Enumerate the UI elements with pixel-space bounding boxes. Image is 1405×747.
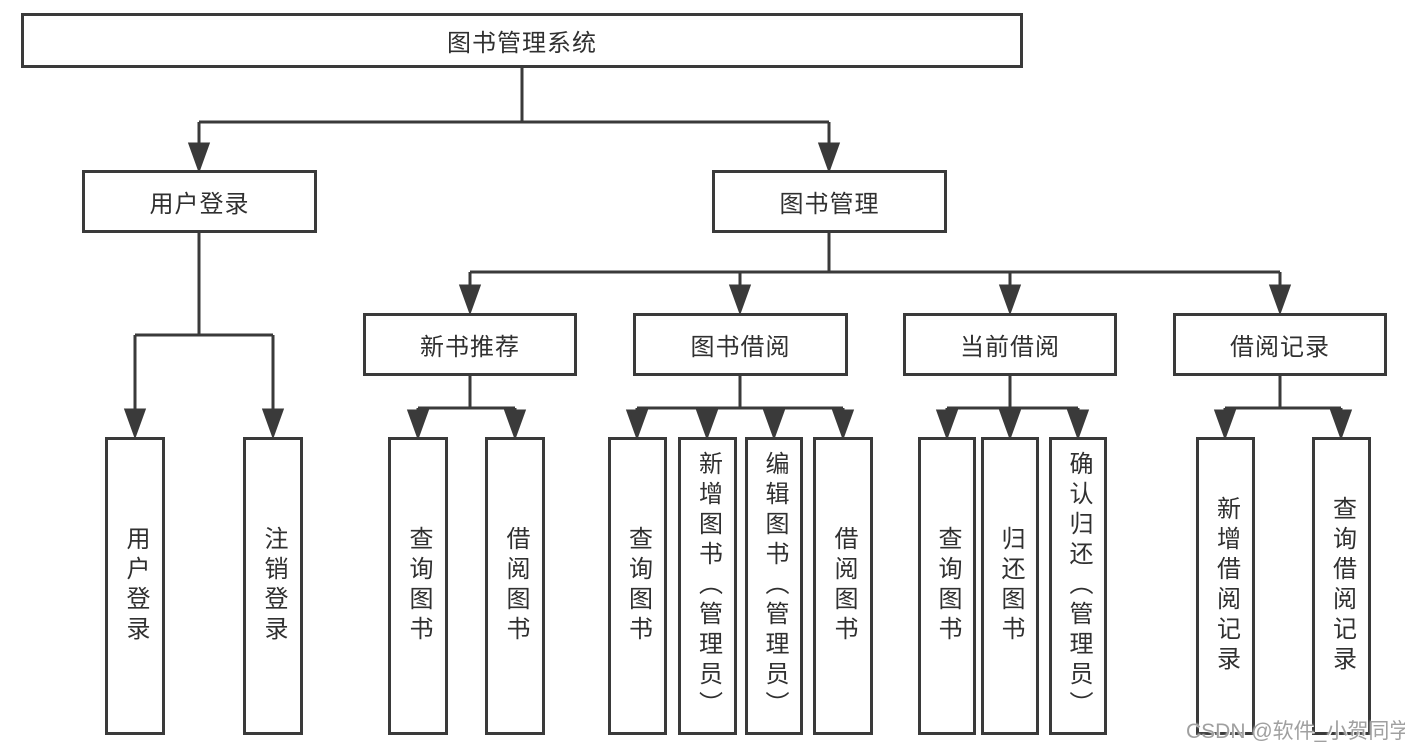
node-new-book-rec: 新书推荐 bbox=[363, 313, 577, 376]
leaf-edit-book-label: 编辑图书（管理员） bbox=[761, 451, 788, 721]
node-book-borrow-label: 图书借阅 bbox=[690, 334, 791, 361]
node-book-mgmt-label: 图书管理 bbox=[779, 191, 880, 218]
connectors-book-mgmt bbox=[458, 233, 1292, 316]
leaf-confirm-return: 确认归还（管理员） bbox=[1049, 437, 1107, 735]
leaf-add-borrow-record-label: 新增借阅记录 bbox=[1212, 496, 1240, 676]
connectors-new-book bbox=[406, 376, 527, 441]
arrowhead bbox=[695, 409, 719, 441]
leaf-add-book-label: 新增图书（管理员） bbox=[694, 451, 722, 721]
arrowhead bbox=[458, 284, 482, 316]
node-current-borrow-label: 当前借阅 bbox=[960, 334, 1060, 361]
leaf-user-login: 用户登录 bbox=[105, 437, 165, 735]
node-user-login: 用户登录 bbox=[82, 170, 317, 233]
leaf-edit-book: 编辑图书（管理员） bbox=[745, 437, 803, 735]
leaf-query-book-borrow: 查询图书 bbox=[608, 437, 667, 735]
connectors-user-login bbox=[123, 233, 285, 440]
csdn-watermark: CSDN @软件_小贺同学 bbox=[1186, 720, 1405, 743]
leaf-add-book: 新增图书（管理员） bbox=[678, 437, 737, 735]
leaf-query-book-current: 查询图书 bbox=[918, 437, 976, 735]
arrowhead bbox=[503, 409, 527, 441]
connectors-current-borrow bbox=[935, 376, 1090, 441]
connectors-root bbox=[187, 68, 841, 174]
arrowhead bbox=[831, 409, 855, 441]
node-borrow-record-label: 借阅记录 bbox=[1230, 334, 1330, 361]
arrowhead bbox=[1329, 409, 1353, 441]
node-book-mgmt: 图书管理 bbox=[712, 170, 947, 233]
leaf-query-borrow-record-label: 查询借阅记录 bbox=[1328, 496, 1356, 676]
leaf-add-borrow-record: 新增借阅记录 bbox=[1196, 437, 1255, 735]
leaf-query-book-borrow-label: 查询图书 bbox=[624, 526, 652, 646]
leaf-query-book-rec-label: 查询图书 bbox=[405, 526, 432, 646]
leaf-confirm-return-label: 确认归还（管理员） bbox=[1065, 451, 1092, 721]
arrowhead bbox=[998, 409, 1022, 441]
leaf-borrow-book: 借阅图书 bbox=[813, 437, 873, 735]
arrowhead bbox=[1213, 409, 1237, 441]
arrowhead bbox=[998, 284, 1022, 316]
arrowhead bbox=[625, 409, 649, 441]
connectors-borrow-record bbox=[1213, 376, 1353, 441]
arrowhead bbox=[123, 408, 147, 440]
arrowhead bbox=[762, 409, 786, 441]
leaf-borrow-book-rec-label: 借阅图书 bbox=[502, 526, 529, 646]
leaf-query-borrow-record: 查询借阅记录 bbox=[1312, 437, 1371, 735]
leaf-logout-label: 注销登录 bbox=[260, 526, 287, 646]
node-root: 图书管理系统 bbox=[21, 13, 1023, 68]
arrowhead bbox=[1268, 284, 1292, 316]
leaf-logout: 注销登录 bbox=[243, 437, 303, 735]
arrowhead bbox=[187, 142, 211, 174]
leaf-query-book-current-label: 查询图书 bbox=[934, 526, 961, 646]
arrowhead bbox=[1066, 409, 1090, 441]
node-borrow-record: 借阅记录 bbox=[1173, 313, 1387, 376]
leaf-return-book: 归还图书 bbox=[981, 437, 1039, 735]
node-user-login-label: 用户登录 bbox=[149, 191, 250, 218]
connectors-book-borrow bbox=[625, 376, 855, 441]
node-new-book-rec-label: 新书推荐 bbox=[420, 334, 520, 361]
node-book-borrow: 图书借阅 bbox=[633, 313, 848, 376]
leaf-borrow-book-label: 借阅图书 bbox=[830, 526, 857, 646]
leaf-return-book-label: 归还图书 bbox=[997, 526, 1024, 646]
leaf-query-book-rec: 查询图书 bbox=[388, 437, 448, 735]
leaf-borrow-book-rec: 借阅图书 bbox=[485, 437, 545, 735]
arrowhead bbox=[728, 284, 752, 316]
leaf-user-login-label: 用户登录 bbox=[122, 526, 149, 646]
arrowhead bbox=[935, 409, 959, 441]
node-root-label: 图书管理系统 bbox=[447, 30, 597, 57]
arrowhead bbox=[406, 409, 430, 441]
arrowhead bbox=[261, 408, 285, 440]
node-current-borrow: 当前借阅 bbox=[903, 313, 1117, 376]
arrowhead bbox=[817, 142, 841, 174]
